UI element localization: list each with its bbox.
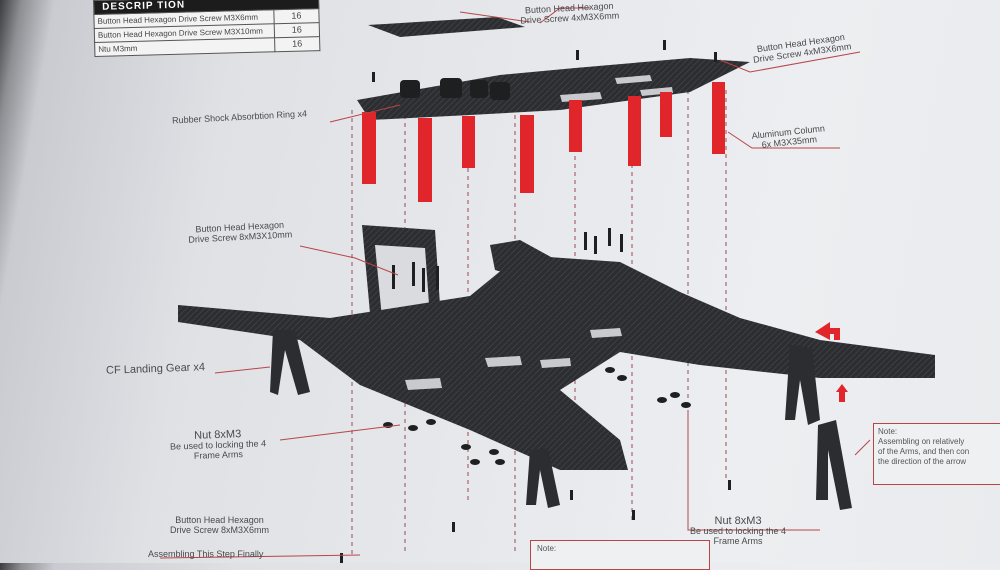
- nuts: [383, 367, 691, 465]
- landing-gear: [270, 330, 852, 510]
- rubber-rings: [400, 78, 510, 100]
- aluminum-columns: [362, 82, 725, 202]
- nut-right-label: Nut 8xM3 Be used to locking the 4 Frame …: [690, 515, 787, 547]
- top-screws: [372, 40, 717, 82]
- frame-screws: [340, 228, 731, 563]
- leader-lines: [159, 7, 871, 559]
- top-plate-cutouts: [560, 75, 673, 102]
- frame-cutouts: [405, 328, 622, 390]
- nut-left-label: Nut 8xM3 Be used to locking the 4 Frame …: [169, 428, 267, 461]
- note-box: Note: Assembling on relatively of the Ar…: [873, 423, 1000, 485]
- landing-gear-label: CF Landing Gear x4: [105, 361, 206, 377]
- direction-arrows: [815, 322, 848, 402]
- bottom-note-box: Note:: [530, 540, 710, 570]
- bottom-screw-label: Button Head Hexagon Drive Screw 8xM3X6mm: [170, 515, 270, 535]
- top-plate: [357, 58, 750, 120]
- top-small-plate: [368, 17, 525, 37]
- assembling-finally-label: Assembling This Step Finally: [148, 549, 264, 559]
